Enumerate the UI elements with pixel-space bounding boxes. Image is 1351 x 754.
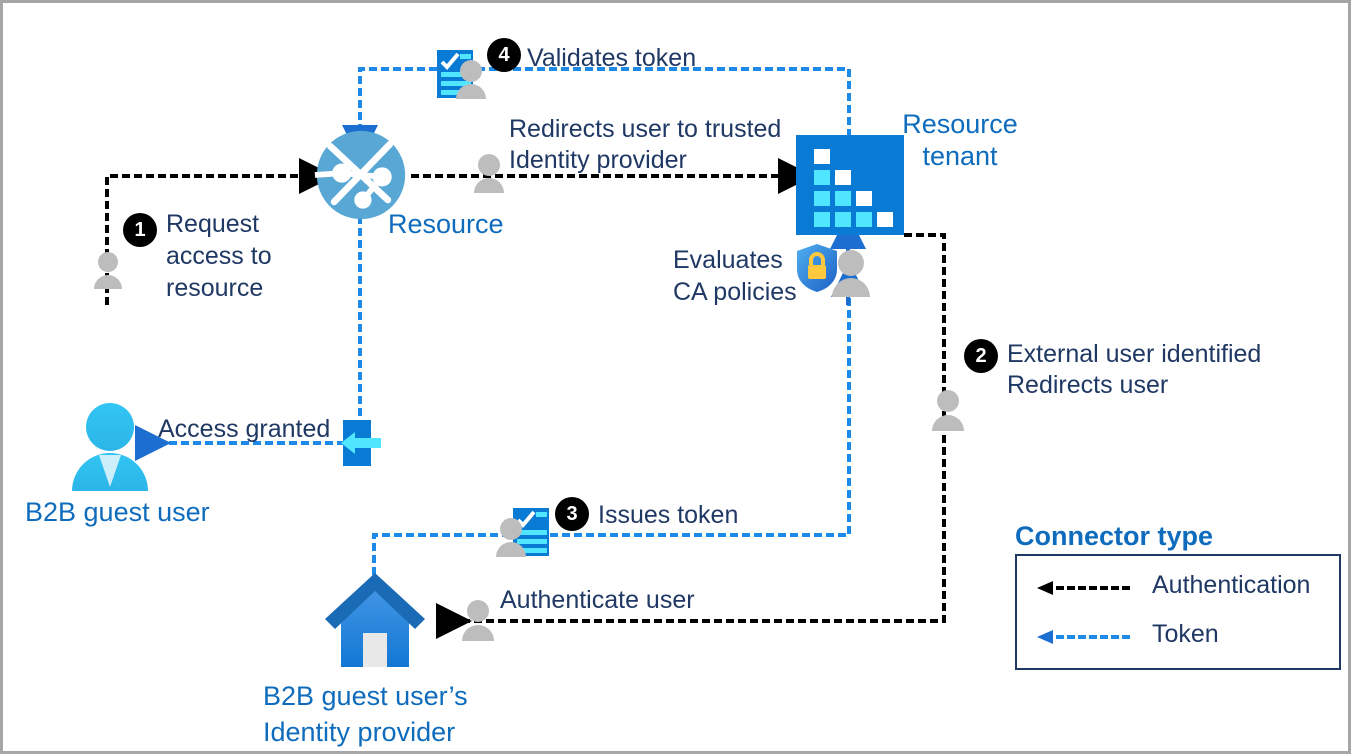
legend-token-label: Token [1152, 620, 1219, 648]
step-1-text-line2: access to [166, 242, 272, 270]
step-badge-2: 2 [964, 339, 998, 373]
step-1-text-line1: Request [166, 210, 260, 238]
legend-box: Authentication Token [1015, 554, 1341, 670]
step-1-text-line3: resource [166, 274, 264, 302]
access-granted-label: Access granted [158, 415, 331, 443]
edge-user-icon-2 [473, 153, 505, 193]
identity-provider-label-line2: Identity provider [263, 717, 456, 747]
shield-lock-icon [795, 243, 839, 293]
identity-provider-label-line1: B2B guest user’s [263, 681, 468, 711]
step-3-text: Issues token [598, 501, 739, 529]
step-2-text-line2: Redirects user [1007, 371, 1169, 399]
legend-auth-label: Authentication [1152, 571, 1311, 599]
redirect-trusted-label-line2: Identity provider [509, 146, 687, 174]
legend-token-arrow-icon [1035, 629, 1135, 645]
user-avatar-icon [65, 401, 155, 491]
resource-tenant-label-line1: Resource [902, 109, 1018, 139]
legend-auth-arrow-icon [1035, 580, 1135, 596]
edge-user-icon-4 [461, 599, 495, 641]
resource-label: Resource [388, 209, 504, 239]
edge-request-access [105, 158, 335, 305]
token-user-icon-4 [455, 59, 487, 99]
token-user-icon-3 [495, 517, 527, 557]
evaluates-ca-label-line1: Evaluates [673, 246, 783, 274]
evaluates-ca-label-line2: CA policies [673, 278, 797, 306]
edge-user-icon-1 [93, 251, 123, 289]
edge-issues-token [372, 261, 867, 575]
ca-user-icon [831, 249, 871, 297]
step-badge-4: 4 [487, 38, 521, 72]
sign-in-icon [341, 420, 385, 466]
resource-tenant-label-line2: tenant [922, 141, 998, 171]
tenant-grid-icon [796, 135, 904, 235]
b2b-guest-user-label: B2B guest user [25, 497, 210, 527]
authenticate-user-label: Authenticate user [500, 586, 695, 614]
redirect-trusted-label-line1: Redirects user to trusted [509, 115, 782, 143]
step-4-text: Validates token [527, 44, 697, 72]
legend-title: Connector type [1015, 521, 1214, 551]
step-badge-3: 3 [555, 497, 589, 531]
edge-validates-token [342, 67, 851, 161]
home-icon [323, 571, 427, 671]
globe-network-icon [313, 127, 409, 223]
step-2-text-line1: External user identified [1007, 340, 1262, 368]
edge-user-icon-3 [931, 389, 965, 431]
step-badge-1: 1 [123, 213, 157, 247]
